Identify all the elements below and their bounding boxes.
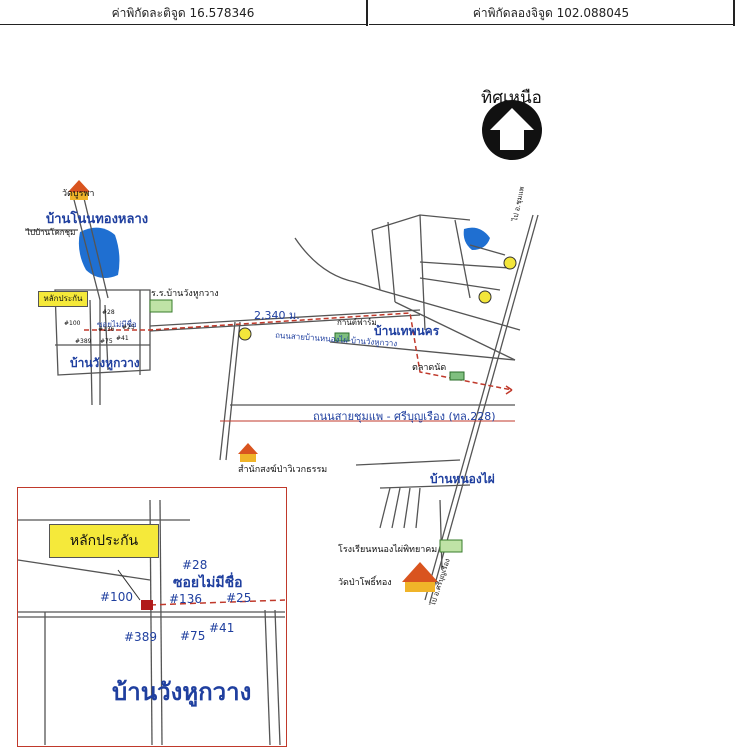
label-wat-pa-phothong: วัดป่าโพธิ์ทอง: [338, 578, 392, 588]
label-thep-nakhon: บ้านเทพนคร: [374, 324, 440, 338]
inset-h28: #28: [182, 558, 208, 572]
stake-marker: [141, 600, 153, 610]
school-icon-wang: [149, 299, 173, 313]
road-network: [25, 189, 539, 603]
inset-village-label: บ้านวังหูกวาง: [112, 678, 252, 706]
compass-label: ทิศเหนือ: [481, 88, 542, 108]
stake-callout-small: หลักประกัน: [38, 291, 88, 307]
label-h25-small: #25: [122, 324, 135, 331]
inset-h25: #25: [226, 591, 252, 605]
temple-icon-samnak: [238, 443, 258, 462]
label-h28-small: #28: [102, 309, 115, 316]
label-nong-phai: บ้านหนองไผ่: [430, 472, 495, 486]
inset-stake-callout: หลักประกัน: [49, 524, 159, 558]
north-arrow-icon: [482, 100, 542, 160]
temple-icon-burapha: [68, 180, 90, 200]
label-samnak-song: สำนักสงฆ์ป่าวิเวกธรรม: [238, 465, 328, 475]
label-h75-small: #75: [100, 338, 113, 345]
label-school-wang: ร.ร.บ้านวังหูกวาง: [151, 289, 219, 299]
label-non-thong-lang: บ้านโนนทองหลาง: [46, 212, 149, 227]
latitude-text: ค่าพิกัดละติจูด 16.578346: [0, 0, 366, 25]
label-kan-farm: กานต์ฟาร์ม: [337, 318, 377, 327]
inset-h41: #41: [209, 621, 235, 635]
marker-3: [503, 256, 517, 270]
label-highway: ถนนสายชุมแพ - ศรีบุญเรือง (ทล.228): [313, 410, 496, 423]
inset-soi-label: ซอยไม่มีชื่อ: [173, 575, 243, 591]
inset-map: [17, 487, 287, 747]
label-h41-small: #41: [116, 335, 129, 342]
label-wat-burapha: วัดบูรพา: [62, 189, 95, 199]
marker-1: [478, 290, 492, 304]
label-h100-small: #100: [64, 320, 81, 327]
label-to-ban-khok: ไปบ้านโคกชุม: [26, 228, 76, 237]
longitude-text: ค่าพิกัดลองจิจูด 102.088045: [369, 0, 733, 25]
marker-2: [238, 327, 252, 341]
label-market: ตลาดนัด: [412, 363, 447, 373]
pond-west: [78, 227, 120, 279]
farm-icon: [334, 332, 350, 342]
label-distance: 2,340 ม.: [254, 309, 300, 322]
label-h136-small: #136: [98, 326, 115, 333]
label-school-nongphai: โรงเรียนหนองไผ่พิทยาคม: [338, 545, 438, 555]
inset-route: [149, 599, 286, 606]
label-h389-small: #389: [75, 338, 92, 345]
inset-h136: #136: [169, 592, 202, 606]
label-wang-hu-kwang: บ้านวังหูกวาง: [70, 356, 140, 370]
inset-h100: #100: [100, 590, 133, 604]
divider: [366, 0, 368, 26]
coordinate-bar: ค่าพิกัดละติจูด 16.578346 ค่าพิกัดลองจิจ…: [0, 0, 739, 26]
market-icon: [449, 371, 465, 381]
inset-h389: #389: [124, 630, 157, 644]
inset-h75: #75: [180, 629, 206, 643]
temple-icon-phothong: [402, 562, 438, 592]
divider: [733, 0, 735, 26]
label-soi-small: ซอยไม่มีชื่อ: [97, 320, 137, 329]
school-icon-nongphai: [439, 539, 463, 553]
